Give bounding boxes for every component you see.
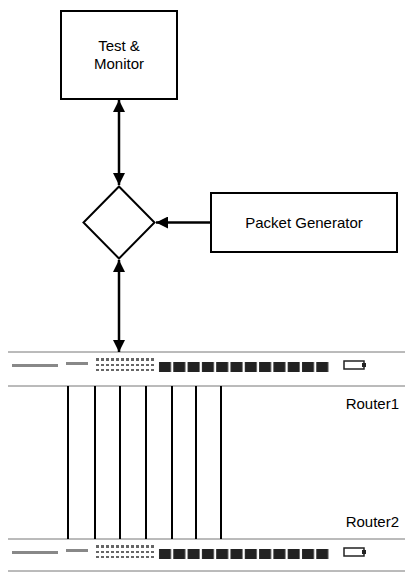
router: Router1 <box>8 352 405 386</box>
link-line <box>119 386 121 539</box>
process-box: Packet Generator <box>210 192 398 253</box>
port-leds <box>96 545 156 548</box>
ethernet-ports <box>158 362 330 372</box>
link-line <box>195 386 197 539</box>
panel-edge <box>8 571 405 572</box>
process-box: Test & Monitor <box>60 10 178 100</box>
link-line <box>171 386 173 539</box>
link-line <box>145 386 147 539</box>
router: Router2 <box>8 539 405 571</box>
router-front-panel <box>8 352 405 386</box>
panel-edge <box>8 352 405 353</box>
arrow-connector <box>118 260 121 352</box>
ethernet-ports <box>158 549 330 559</box>
port-leds <box>96 358 156 361</box>
diamond-shape <box>84 187 155 259</box>
port-leds <box>96 551 156 553</box>
router-front-panel <box>8 539 405 571</box>
port-leds <box>96 369 156 371</box>
device-label: Router2 <box>344 513 401 531</box>
device-label: Router1 <box>344 395 401 413</box>
console-port <box>362 550 366 554</box>
link-line <box>94 386 96 539</box>
decision-diamond <box>82 185 156 260</box>
diamond-outline <box>82 185 156 260</box>
port-leds <box>96 364 156 366</box>
link-line <box>220 386 222 539</box>
status-leds <box>12 364 58 367</box>
console-port <box>344 361 364 369</box>
arrow-connector <box>118 100 121 185</box>
box-label: Test & Monitor <box>82 37 156 73</box>
arrow-connector <box>156 221 210 224</box>
status-leds <box>66 549 88 552</box>
link-line <box>67 386 69 539</box>
console-port <box>344 548 364 556</box>
status-leds <box>66 362 88 365</box>
box-label: Packet Generator <box>245 214 363 232</box>
port-leds <box>96 556 156 558</box>
status-leds <box>12 551 58 554</box>
console-port <box>362 363 366 367</box>
